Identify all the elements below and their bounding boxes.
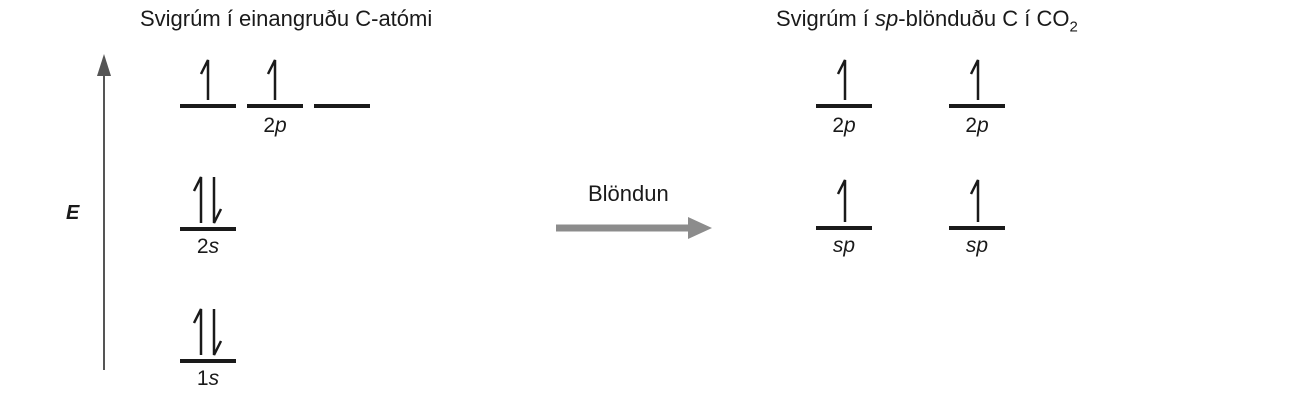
left-2p-num: 2 (263, 114, 275, 137)
electron-up-arrow (192, 176, 203, 223)
right-2p-letter-left: p (844, 114, 856, 137)
right-2p-num-left: 2 (832, 114, 844, 137)
electron-up-arrow (836, 59, 847, 100)
right-sp-text-left: sp (832, 234, 856, 257)
right-sp-label-left: sp (814, 234, 874, 258)
electron-up-arrow (199, 59, 210, 100)
electron-up-arrow (969, 59, 980, 100)
left-1s-label: 1s (178, 367, 238, 391)
left-2s-label: 2s (178, 235, 238, 259)
electron-up-arrow (192, 308, 203, 355)
energy-axis-arrowhead (97, 54, 111, 76)
right-title-prefix: Svigrúm í (776, 6, 876, 31)
right-2p-letter-right: p (977, 114, 989, 137)
left-2s-letter: s (208, 235, 220, 258)
left-title: Svigrúm í einangruðu C-atómi (140, 6, 432, 32)
electron-up-arrow (836, 179, 847, 222)
electron-up-arrow (266, 59, 277, 100)
left-1s-letter: s (208, 367, 220, 390)
left-2s-num: 2 (196, 235, 209, 258)
electron-down-arrow (212, 177, 223, 224)
left-1s-num: 1 (196, 367, 209, 390)
energy-axis-label: E (66, 202, 80, 224)
left-title-text: Svigrúm í einangruðu C-atómi (140, 6, 433, 31)
hybridization-label: Blöndun (588, 181, 669, 206)
right-title-sp: sp (875, 6, 899, 31)
right-sp-label-right: sp (947, 234, 1007, 258)
right-title-subscript: 2 (1069, 18, 1078, 36)
left-2p-label: 2p (245, 114, 305, 138)
right-title-middle: -blönduðu C í CO (898, 6, 1070, 31)
left-2p-letter: p (275, 114, 287, 137)
right-2p-label-right: 2p (947, 114, 1007, 138)
right-title: Svigrúm í sp-blönduðu C í CO2 (776, 6, 1078, 35)
electron-down-arrow (212, 309, 223, 356)
right-2p-num-right: 2 (965, 114, 977, 137)
right-sp-text-right: sp (965, 234, 989, 257)
electron-up-arrow (969, 179, 980, 222)
hybridization-arrow-head (688, 217, 712, 239)
right-2p-label-left: 2p (814, 114, 874, 138)
